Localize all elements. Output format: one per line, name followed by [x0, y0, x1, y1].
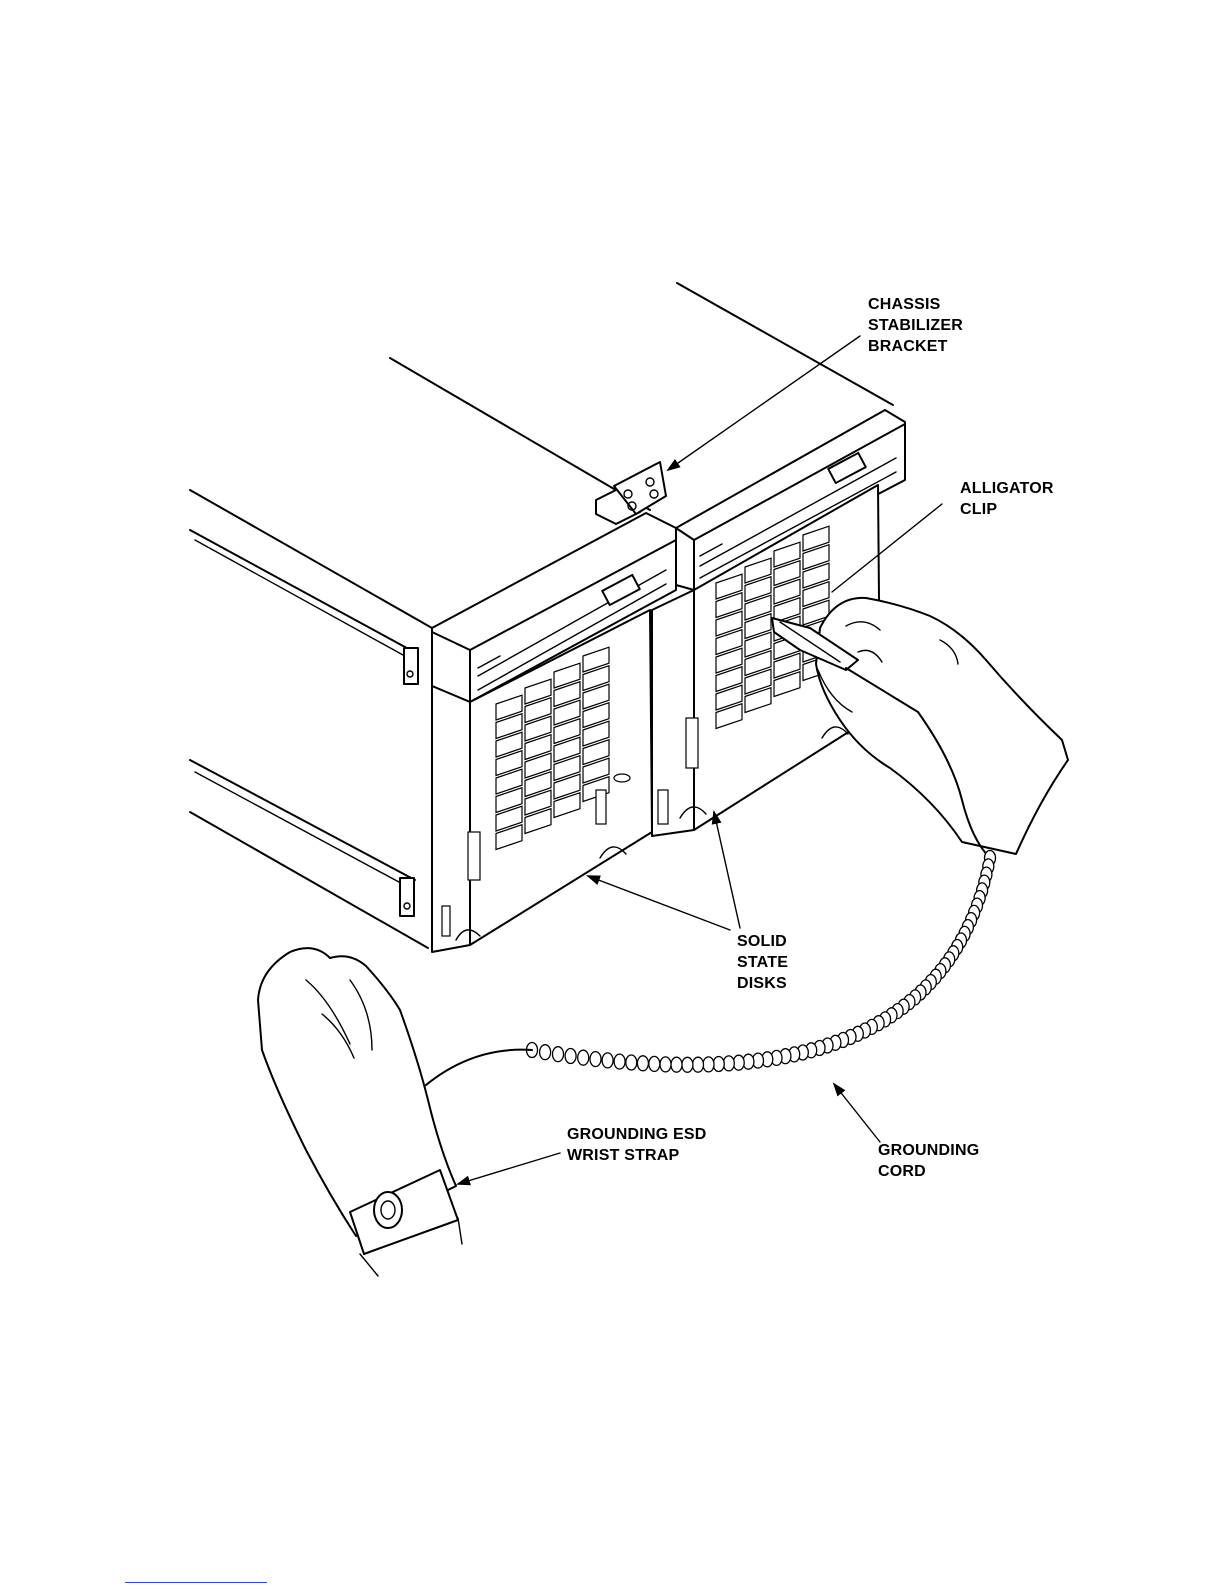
- wrist-strap-label: GROUNDING ESD WRIST STRAP: [567, 1124, 707, 1166]
- coil-loop: [578, 1050, 589, 1065]
- coil-loop: [614, 1054, 625, 1069]
- coil-loop: [671, 1057, 682, 1072]
- coil-loop: [626, 1055, 637, 1070]
- coil-loop: [713, 1057, 724, 1072]
- coil-loop: [540, 1045, 551, 1060]
- ssd-unit-left: [432, 513, 676, 952]
- coil-loop: [723, 1056, 734, 1071]
- left-cabinet: [190, 490, 432, 948]
- solid-state-disks-label: SOLID STATE DISKS: [737, 931, 788, 994]
- alligator-clip-label: ALLIGATOR CLIP: [960, 478, 1054, 520]
- page-footer-rule: [125, 1582, 267, 1583]
- chassis-bracket: [596, 462, 666, 524]
- coil-loop: [602, 1053, 613, 1068]
- chassis-bracket-label: CHASSIS STABILIZER BRACKET: [868, 294, 963, 357]
- top-edge-line-right: [677, 283, 893, 405]
- coil-loop: [565, 1049, 576, 1064]
- coil-loop: [649, 1056, 660, 1071]
- grounding-cord-label: GROUNDING CORD: [878, 1140, 979, 1182]
- coil-loop: [637, 1056, 648, 1071]
- coil-loop: [682, 1057, 693, 1072]
- coil-loop: [660, 1057, 671, 1072]
- top-edge-line: [390, 358, 650, 510]
- coil-loop: [703, 1057, 714, 1072]
- left-hand: [258, 948, 462, 1276]
- coil-loop: [693, 1057, 704, 1072]
- coil-loop: [590, 1052, 601, 1067]
- coil-loop: [553, 1047, 564, 1062]
